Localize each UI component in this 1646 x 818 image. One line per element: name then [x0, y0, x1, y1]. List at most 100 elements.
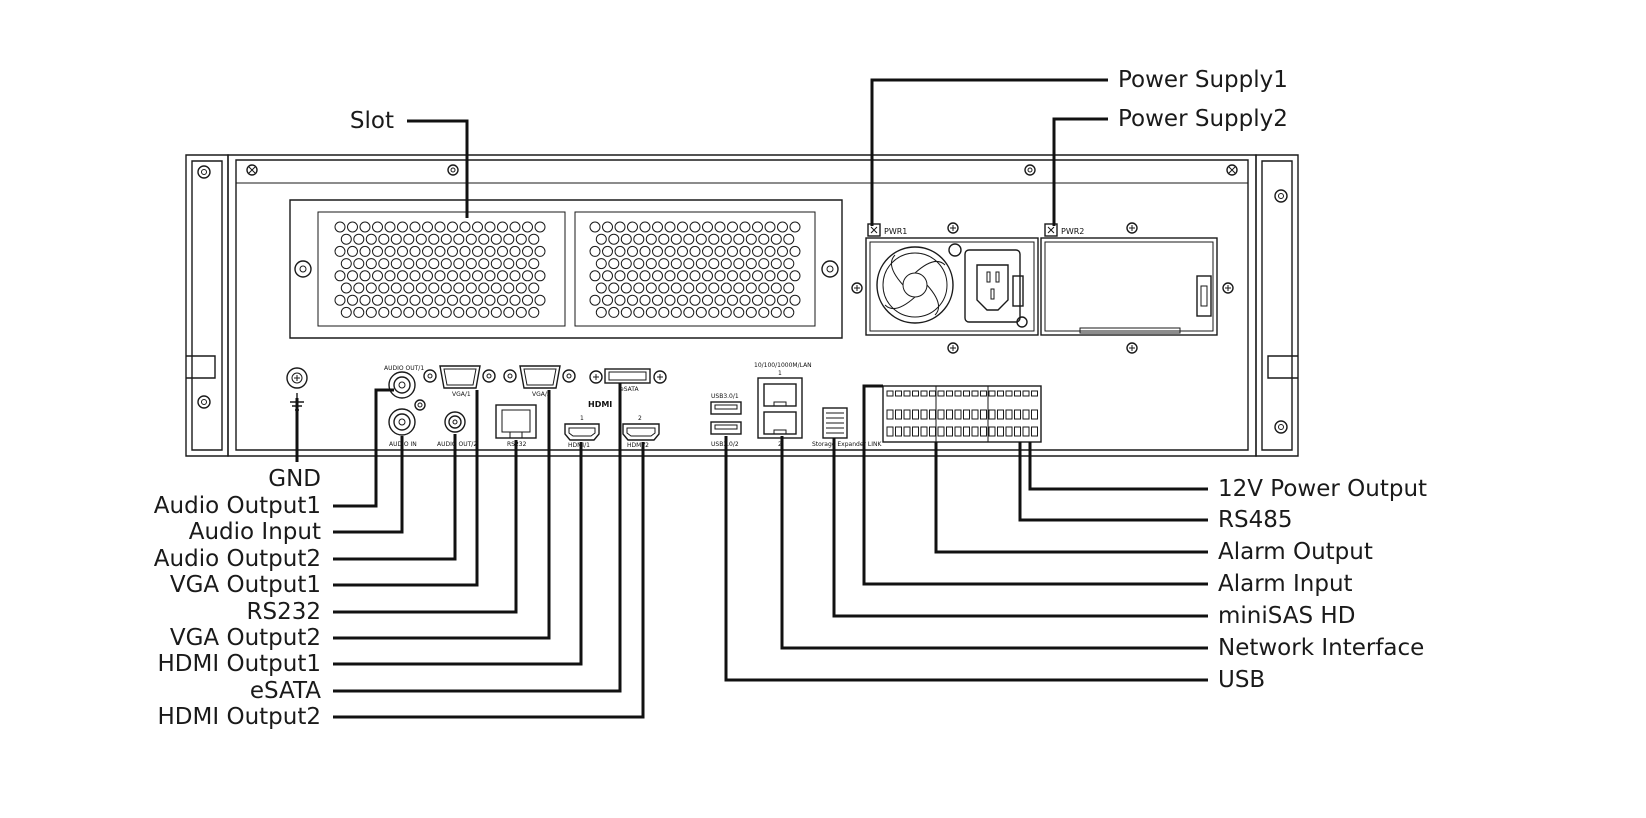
vent-hole: [428, 282, 440, 294]
vent-hole: [627, 221, 638, 233]
vent-hole: [614, 245, 626, 257]
vent-hole: [459, 270, 471, 282]
vent-hole: [478, 258, 490, 270]
esata-port: eSATA HDMI: [588, 368, 667, 409]
vent-hole: [620, 258, 632, 270]
vent-hole: [340, 258, 352, 270]
vent-hole: [608, 306, 620, 318]
label-audio-output2: Audio Output2: [154, 546, 321, 572]
vent-hole: [372, 270, 383, 282]
esata-marking: eSATA: [620, 386, 639, 393]
vent-hole: [620, 282, 632, 294]
usb1-marking: USB3.0/1: [711, 393, 739, 400]
vent-hole: [334, 221, 346, 233]
label-hdmi-output1: HDMI Output1: [158, 651, 321, 677]
vent-hole: [708, 282, 720, 294]
vent-hole: [397, 221, 408, 233]
vent-hole: [334, 245, 346, 257]
vent-hole: [534, 270, 546, 282]
vent-hole: [484, 294, 496, 306]
vent-hole: [509, 270, 521, 282]
vent-hole: [534, 245, 546, 257]
vent-hole: [745, 282, 757, 294]
vent-hole: [627, 294, 638, 306]
terminal-pin: [937, 409, 945, 420]
vent-hole: [733, 282, 745, 294]
vent-hole: [353, 282, 365, 294]
vent-hole: [695, 258, 707, 270]
vent-hole: [689, 221, 701, 233]
terminal-pin: [1005, 390, 1013, 397]
vent-hole: [528, 306, 540, 318]
vent-hole: [627, 245, 638, 257]
vent-hole: [764, 221, 776, 233]
vent-hole: [689, 270, 701, 282]
vent-hole: [745, 233, 757, 245]
network-ports: 10/100/1000M/LAN 1 2: [754, 362, 812, 448]
terminal-pin: [988, 390, 996, 397]
terminal-pin: [1014, 426, 1021, 437]
vent-hole: [440, 282, 452, 294]
label-network-interface: Network Interface: [1218, 635, 1424, 661]
terminal-pin: [997, 409, 1004, 420]
vent-hole: [739, 294, 751, 306]
vent-hole: [515, 258, 527, 270]
vent-hole: [522, 221, 533, 233]
terminal-pin: [1031, 390, 1038, 397]
label-audio-output1: Audio Output1: [154, 493, 321, 519]
vent-hole: [434, 221, 446, 233]
vent-hole: [428, 233, 440, 245]
terminal-pin: [954, 390, 962, 397]
vent-hole: [503, 233, 515, 245]
vent-hole: [484, 245, 496, 257]
vent-hole: [670, 282, 682, 294]
vent-hole: [409, 270, 421, 282]
vent-hole: [340, 306, 352, 318]
vent-hole: [528, 282, 540, 294]
chassis: [185, 154, 1299, 457]
label-rs485: RS485: [1218, 507, 1292, 533]
vent-hole: [359, 294, 371, 306]
vent-hole: [627, 270, 638, 282]
vent-hole: [589, 294, 601, 306]
label-vga-output2: VGA Output2: [170, 625, 321, 651]
vent-hole: [589, 221, 601, 233]
vent-hole: [378, 233, 390, 245]
vent-hole: [378, 258, 390, 270]
terminal-pin: [988, 426, 996, 437]
vent-hole: [677, 294, 688, 306]
vent-hole: [440, 233, 452, 245]
terminal-pin: [980, 390, 987, 397]
hdmi2-marking: HDMI/2: [627, 442, 649, 449]
vent-hole: [764, 270, 776, 282]
label-hdmi-output2: HDMI Output2: [158, 704, 321, 730]
vent-hole: [459, 294, 471, 306]
vent-hole: [372, 245, 383, 257]
vent-hole: [664, 270, 676, 282]
vent-hole: [677, 270, 688, 282]
vent-hole: [733, 306, 745, 318]
vent-hole: [465, 306, 477, 318]
label-vga-output1: VGA Output1: [170, 572, 321, 598]
vent-hole: [602, 270, 613, 282]
vent-hole: [453, 258, 465, 270]
vent-hole: [347, 221, 358, 233]
vent-hole: [390, 282, 402, 294]
vent-hole: [390, 306, 402, 318]
vent-hole: [664, 294, 676, 306]
vent-hole: [702, 294, 713, 306]
label-alarm-output: Alarm Output: [1218, 539, 1373, 565]
terminal-pin: [971, 409, 979, 420]
vent-hole: [652, 221, 663, 233]
terminal-pin: [997, 390, 1004, 397]
hdmi1-number: 1: [580, 415, 584, 422]
vent-hole: [515, 306, 527, 318]
terminal-pin: [1014, 409, 1021, 420]
vent-hole: [677, 221, 688, 233]
pwr1-marking: PWR1: [884, 227, 907, 236]
vent-hole: [727, 221, 738, 233]
terminal-pin: [946, 426, 953, 437]
vent-hole: [614, 294, 626, 306]
vent-hole: [777, 270, 788, 282]
vent-hole: [403, 282, 415, 294]
